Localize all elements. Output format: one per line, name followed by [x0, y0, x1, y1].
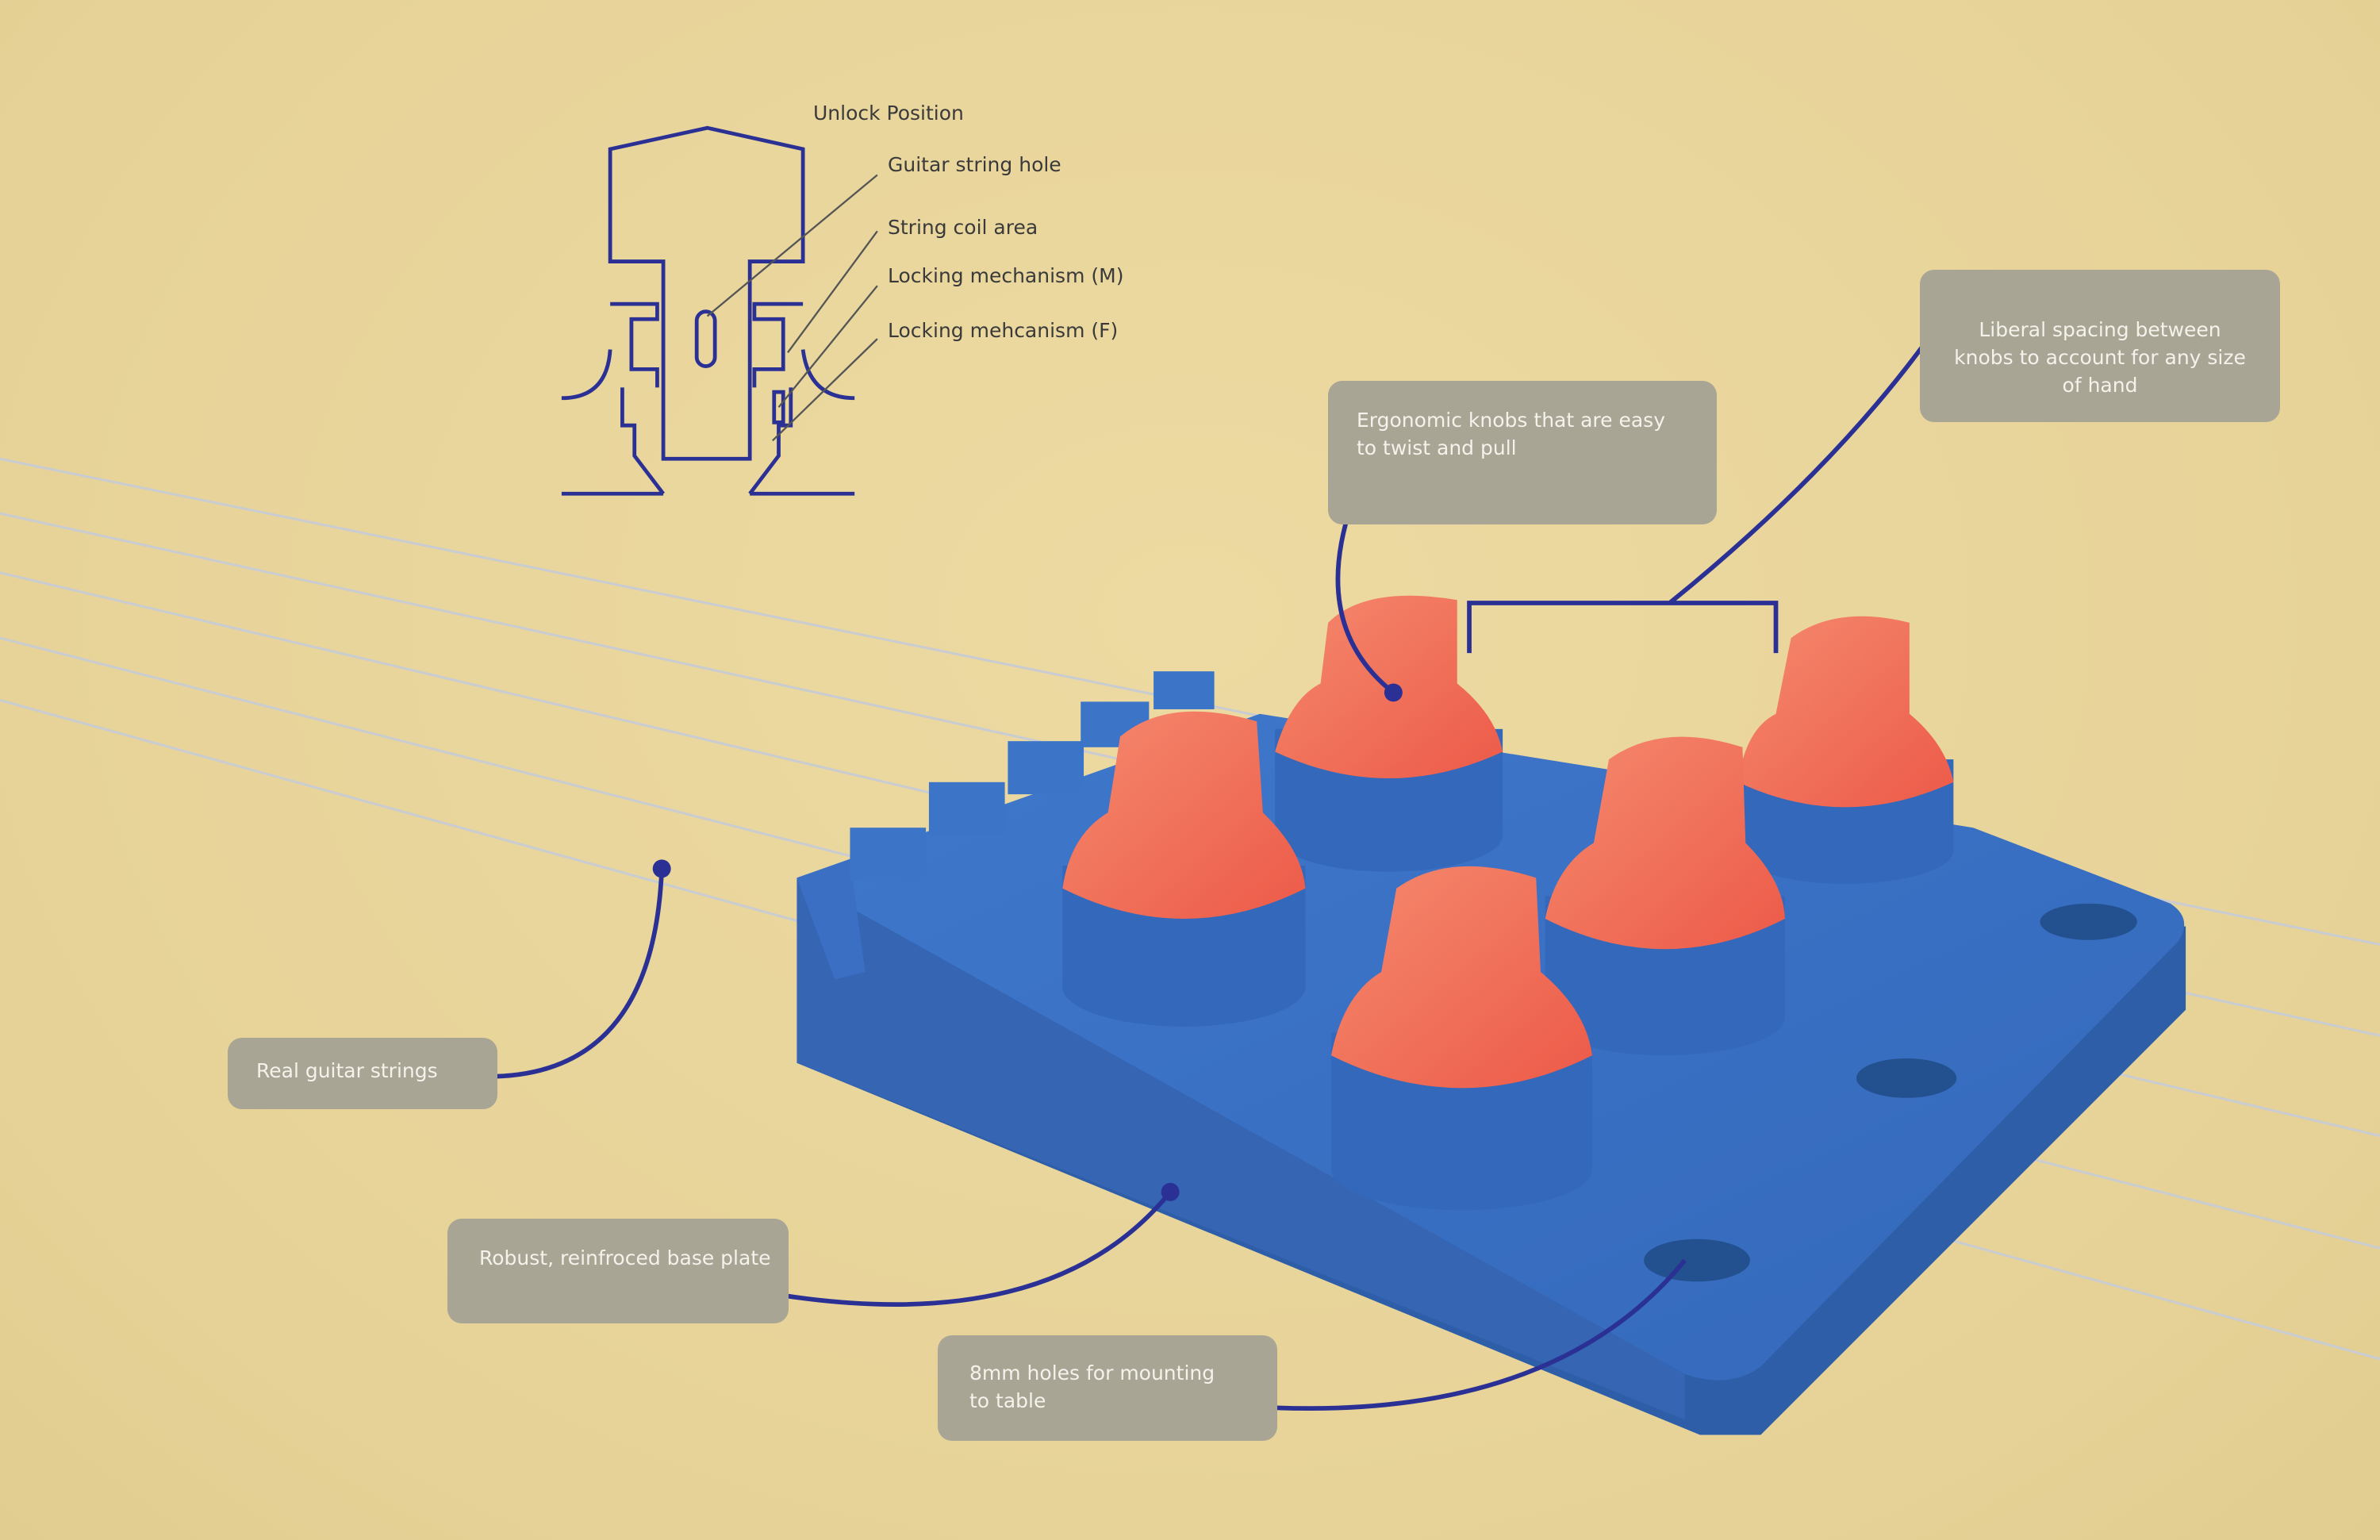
callout-base-plate: Robust, reinfroced base plate: [447, 1219, 789, 1323]
cross-section-diagram: [561, 125, 878, 496]
label-locking-mechanism-m: Locking mechanism (M): [888, 264, 1124, 287]
callout-knobs: Ergonomic knobs that are easy to twist a…: [1328, 381, 1717, 524]
diagram-title: Unlock Position: [813, 102, 964, 125]
knob: [1737, 616, 1954, 884]
label-locking-mechanism-f: Locking mehcanism (F): [888, 319, 1119, 342]
label-string-coil-area: String coil area: [888, 216, 1038, 239]
callout-holes-text: 8mm holes for mounting to table: [969, 1361, 1215, 1412]
callout-knobs-text: Ergonomic knobs that are easy to twist a…: [1357, 409, 1666, 459]
string-comb: [797, 671, 1215, 980]
callout-strings: Real guitar strings: [228, 1038, 497, 1109]
callout-mounting-holes: 8mm holes for mounting to table: [938, 1335, 1277, 1441]
label-guitar-string-hole: Guitar string hole: [888, 153, 1061, 176]
knob: [1545, 736, 1785, 1056]
knob: [1062, 711, 1306, 1027]
knob: [1330, 866, 1593, 1211]
tuning-knobs: [1062, 595, 1954, 1211]
callout-base-text: Robust, reinfroced base plate: [479, 1246, 771, 1269]
mounting-holes: [1644, 903, 2137, 1282]
callout-spacing-text: Liberal spacing between knobs to account…: [1954, 318, 2246, 397]
callout-spacing: Liberal spacing between knobs to account…: [1920, 270, 2280, 422]
callout-strings-text: Real guitar strings: [256, 1059, 438, 1082]
